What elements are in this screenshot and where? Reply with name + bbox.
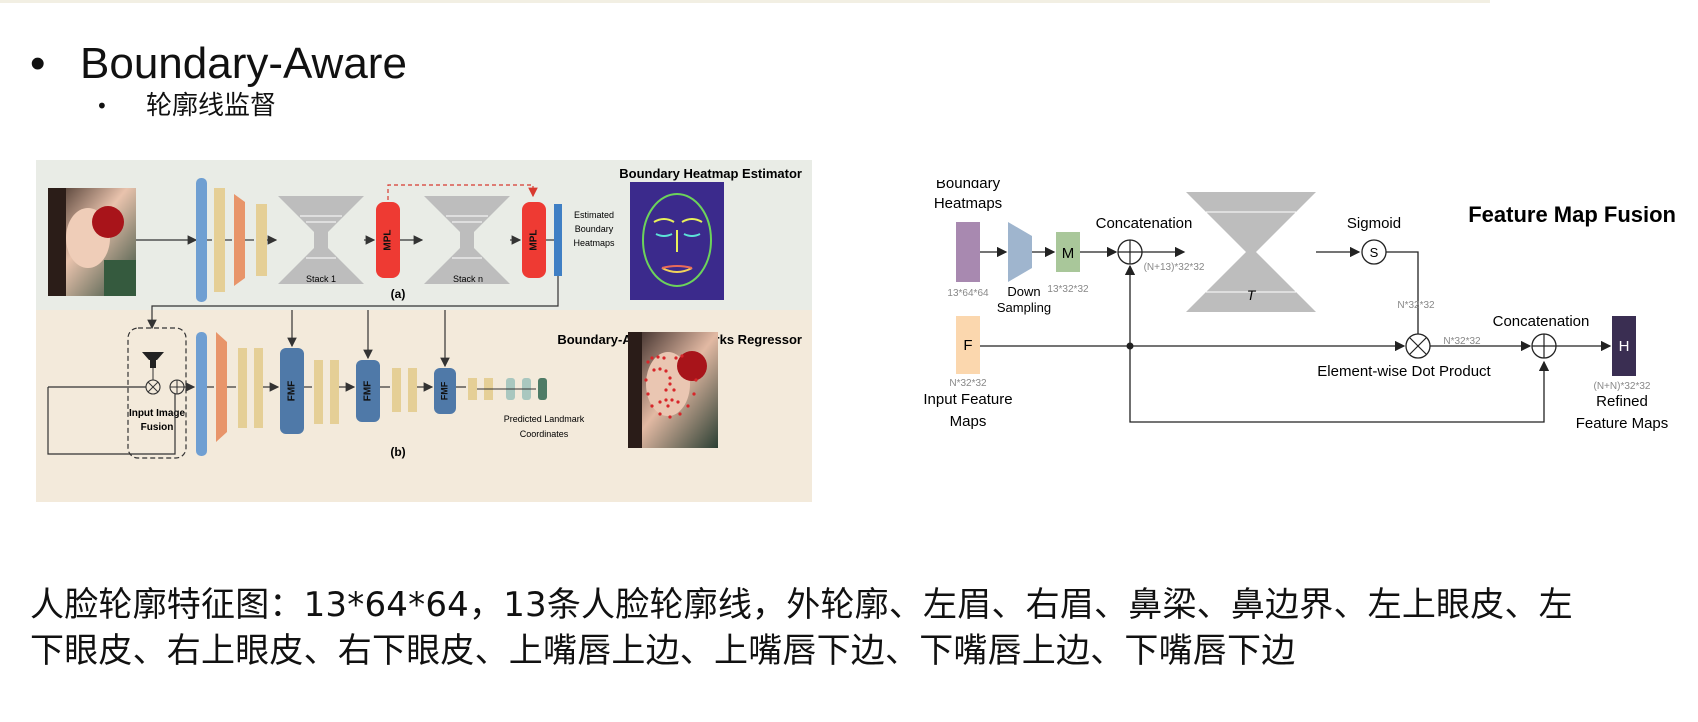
- boundary-dim: 13*64*64: [947, 288, 989, 299]
- s-dim: N*32*32: [1397, 300, 1435, 311]
- s-label: S: [1370, 245, 1379, 260]
- heatmap-block: [956, 222, 980, 282]
- dot-dim: N*32*32: [1443, 336, 1481, 347]
- fusion-title: Feature Map Fusion: [1468, 202, 1676, 227]
- downsample-block: [1008, 222, 1032, 282]
- fmf-label: FMF: [287, 381, 298, 402]
- hourglass-stack-1: [278, 196, 364, 284]
- boundary-heatmaps-label: Boundary: [936, 180, 1001, 192]
- fmf-block: [434, 368, 456, 414]
- dot-product-label: Element-wise Dot Product: [1317, 363, 1491, 380]
- h-dim: (N+N)*32*32: [1594, 381, 1651, 392]
- predicted-label: Predicted Landmark: [504, 414, 585, 424]
- conv-block: [196, 332, 207, 456]
- bullet-dot: •: [96, 94, 108, 118]
- face-photo: [48, 188, 136, 296]
- mpl-block: [522, 202, 546, 278]
- estimated-label: Boundary: [575, 224, 614, 234]
- fmf-label: FMF: [439, 381, 449, 400]
- t-label: T: [1247, 287, 1257, 303]
- paragraph-line: 人脸轮廓特征图：13*64*64，13条人脸轮廓线，外轮廓、左眉、右眉、鼻梁、鼻…: [30, 585, 1573, 625]
- sigmoid-label: Sigmoid: [1347, 215, 1401, 232]
- pool-block: [234, 194, 245, 286]
- paragraph-line: 下眼皮、右上眼皮、右下眼皮、上嘴唇上边、上嘴唇下边、下嘴唇上边、下嘴唇下边: [30, 631, 1296, 671]
- predicted-label: Coordinates: [520, 429, 569, 439]
- h-label: H: [1619, 338, 1630, 355]
- concatenation-label: Concatenation: [1493, 313, 1590, 330]
- m-dim: 13*32*32: [1047, 284, 1089, 295]
- down-sampling-label: Down: [1007, 284, 1040, 299]
- mpl-label: MPL: [383, 229, 394, 250]
- bullet-dot: •: [30, 39, 46, 88]
- refined-label: Feature Maps: [1576, 415, 1669, 432]
- stack1-label: Stack 1: [306, 274, 336, 284]
- top-panel-title: Boundary Heatmap Estimator: [619, 166, 802, 181]
- f-label: F: [963, 337, 972, 354]
- heatmap-output-block: [554, 204, 562, 276]
- panel-a-label: (a): [391, 287, 406, 301]
- t-hourglass-block: [1186, 192, 1316, 312]
- concatenation-label: Concatenation: [1096, 215, 1193, 232]
- figure-feature-map-fusion: Feature Map Fusion Boundary Heatmaps 13*…: [923, 180, 1676, 432]
- fmf-block: [356, 360, 380, 422]
- m-label: M: [1062, 245, 1075, 262]
- conv-block: [256, 204, 267, 276]
- down-sampling-label: Sampling: [997, 300, 1051, 315]
- hourglass-stack-n: [424, 196, 510, 284]
- refined-label: Refined: [1596, 393, 1648, 410]
- pool-block: [216, 332, 227, 442]
- top-bar: [0, 0, 1490, 3]
- input-feature-label: Maps: [950, 413, 987, 430]
- sub-bullet-text: 轮廓线监督: [146, 91, 277, 121]
- input-feature-label: Input Feature: [923, 391, 1012, 408]
- fmf-block: [280, 348, 304, 434]
- panel-b-label: (b): [390, 445, 405, 459]
- estimated-label: Estimated: [574, 210, 614, 220]
- description-paragraph: 人脸轮廓特征图：13*64*64，13条人脸轮廓线，外轮廓、左眉、右眉、鼻梁、鼻…: [30, 582, 1670, 674]
- concat-dim: (N+13)*32*32: [1144, 262, 1205, 273]
- face-landmark-photo: [628, 332, 718, 448]
- f-block: [956, 316, 980, 374]
- figure-architecture: Boundary Heatmap Estimator Boundary-Awar…: [36, 160, 812, 502]
- mpl-label: MPL: [529, 229, 540, 250]
- downsample-icon: [142, 352, 164, 360]
- f-dim: N*32*32: [949, 378, 987, 389]
- boundary-heatmaps-label: Heatmaps: [934, 195, 1002, 212]
- conv-block: [196, 178, 207, 302]
- mpl-block: [376, 202, 400, 278]
- conv-block: [214, 188, 225, 292]
- m-block: [1056, 232, 1080, 272]
- input-fusion-label: Input Image: [129, 408, 186, 419]
- h-block: [1612, 316, 1636, 376]
- fmf-label: FMF: [363, 381, 374, 402]
- input-fusion-box: [127, 327, 187, 459]
- input-fusion-label: Fusion: [141, 422, 174, 433]
- title-text: Boundary-Aware: [80, 39, 407, 88]
- stackn-label: Stack n: [453, 274, 483, 284]
- heatmap-image: [630, 182, 724, 300]
- estimated-label: Heatmaps: [573, 238, 615, 248]
